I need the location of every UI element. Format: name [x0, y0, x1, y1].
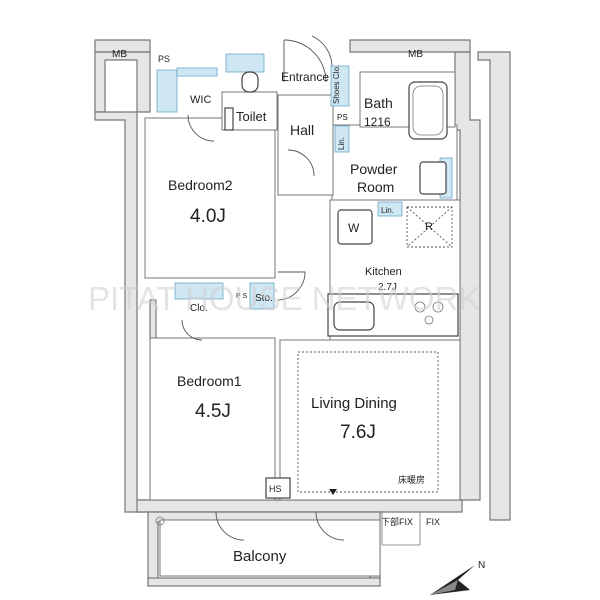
toilet-fixture [241, 71, 259, 93]
label-bedroom1-size: 4.5J [195, 401, 231, 422]
label-fix: FIX [426, 517, 440, 527]
doors [155, 35, 421, 546]
label-shoes-closet: Shoes Clo. [332, 65, 341, 104]
label-kitchen: Kitchen [365, 266, 402, 278]
label-bath: Bath [364, 95, 393, 111]
kitchen-sink [333, 301, 375, 331]
label-mb-left: MB [112, 49, 127, 60]
label-bedroom2: Bedroom2 [168, 177, 233, 193]
label-toilet: Toilet [236, 109, 267, 124]
label-floor-heating: 床暖房 [398, 474, 425, 485]
label-living-dining-size: 7.6J [340, 422, 376, 443]
label-washer: W [348, 221, 360, 235]
label-powder-room-line2: Room [357, 179, 394, 195]
entry-arrow-icon [329, 489, 337, 495]
structure-walls [94, 39, 511, 587]
washer-box [337, 209, 373, 245]
label-mb-right: MB [408, 49, 423, 60]
label-bedroom1: Bedroom1 [177, 373, 242, 389]
label-ps-top: PS [158, 54, 170, 64]
label-fridge: R [425, 221, 433, 233]
label-kitchen-size: 2.7J [378, 282, 397, 293]
label-ps-mid: P S [236, 293, 247, 300]
compass-label: N [478, 560, 485, 571]
label-ps-hall: PS [337, 113, 348, 122]
room-labels: MB MB PS WIC Toilet Entrance Shoes Clo. … [112, 49, 440, 565]
label-closet: Clo. [190, 303, 208, 314]
label-wic: WIC [190, 94, 211, 106]
label-bath-size: 1216 [364, 115, 391, 129]
label-bedroom2-size: 4.0J [190, 206, 226, 227]
label-linen-hall: Lin. [337, 137, 346, 150]
drain-icon [155, 516, 165, 526]
fixtures [224, 71, 459, 499]
label-hs: HS [269, 484, 282, 494]
label-linen-powder: Lin. [381, 206, 394, 215]
watermark: PITAT HOUSE NETWORK [88, 280, 480, 317]
label-balcony: Balcony [233, 548, 287, 565]
label-living-dining: Living Dining [311, 395, 397, 412]
bathtub [408, 81, 448, 140]
label-powder-room-line1: Powder [350, 161, 398, 177]
stove-icon [414, 301, 444, 325]
label-hall: Hall [290, 122, 314, 138]
washbasin [419, 161, 447, 195]
label-storage: Sto. [255, 293, 273, 304]
label-entrance: Entrance [281, 70, 329, 84]
label-lower-fix: 下部FIX [381, 516, 413, 527]
fridge-box [406, 206, 453, 248]
compass-icon [430, 565, 475, 595]
